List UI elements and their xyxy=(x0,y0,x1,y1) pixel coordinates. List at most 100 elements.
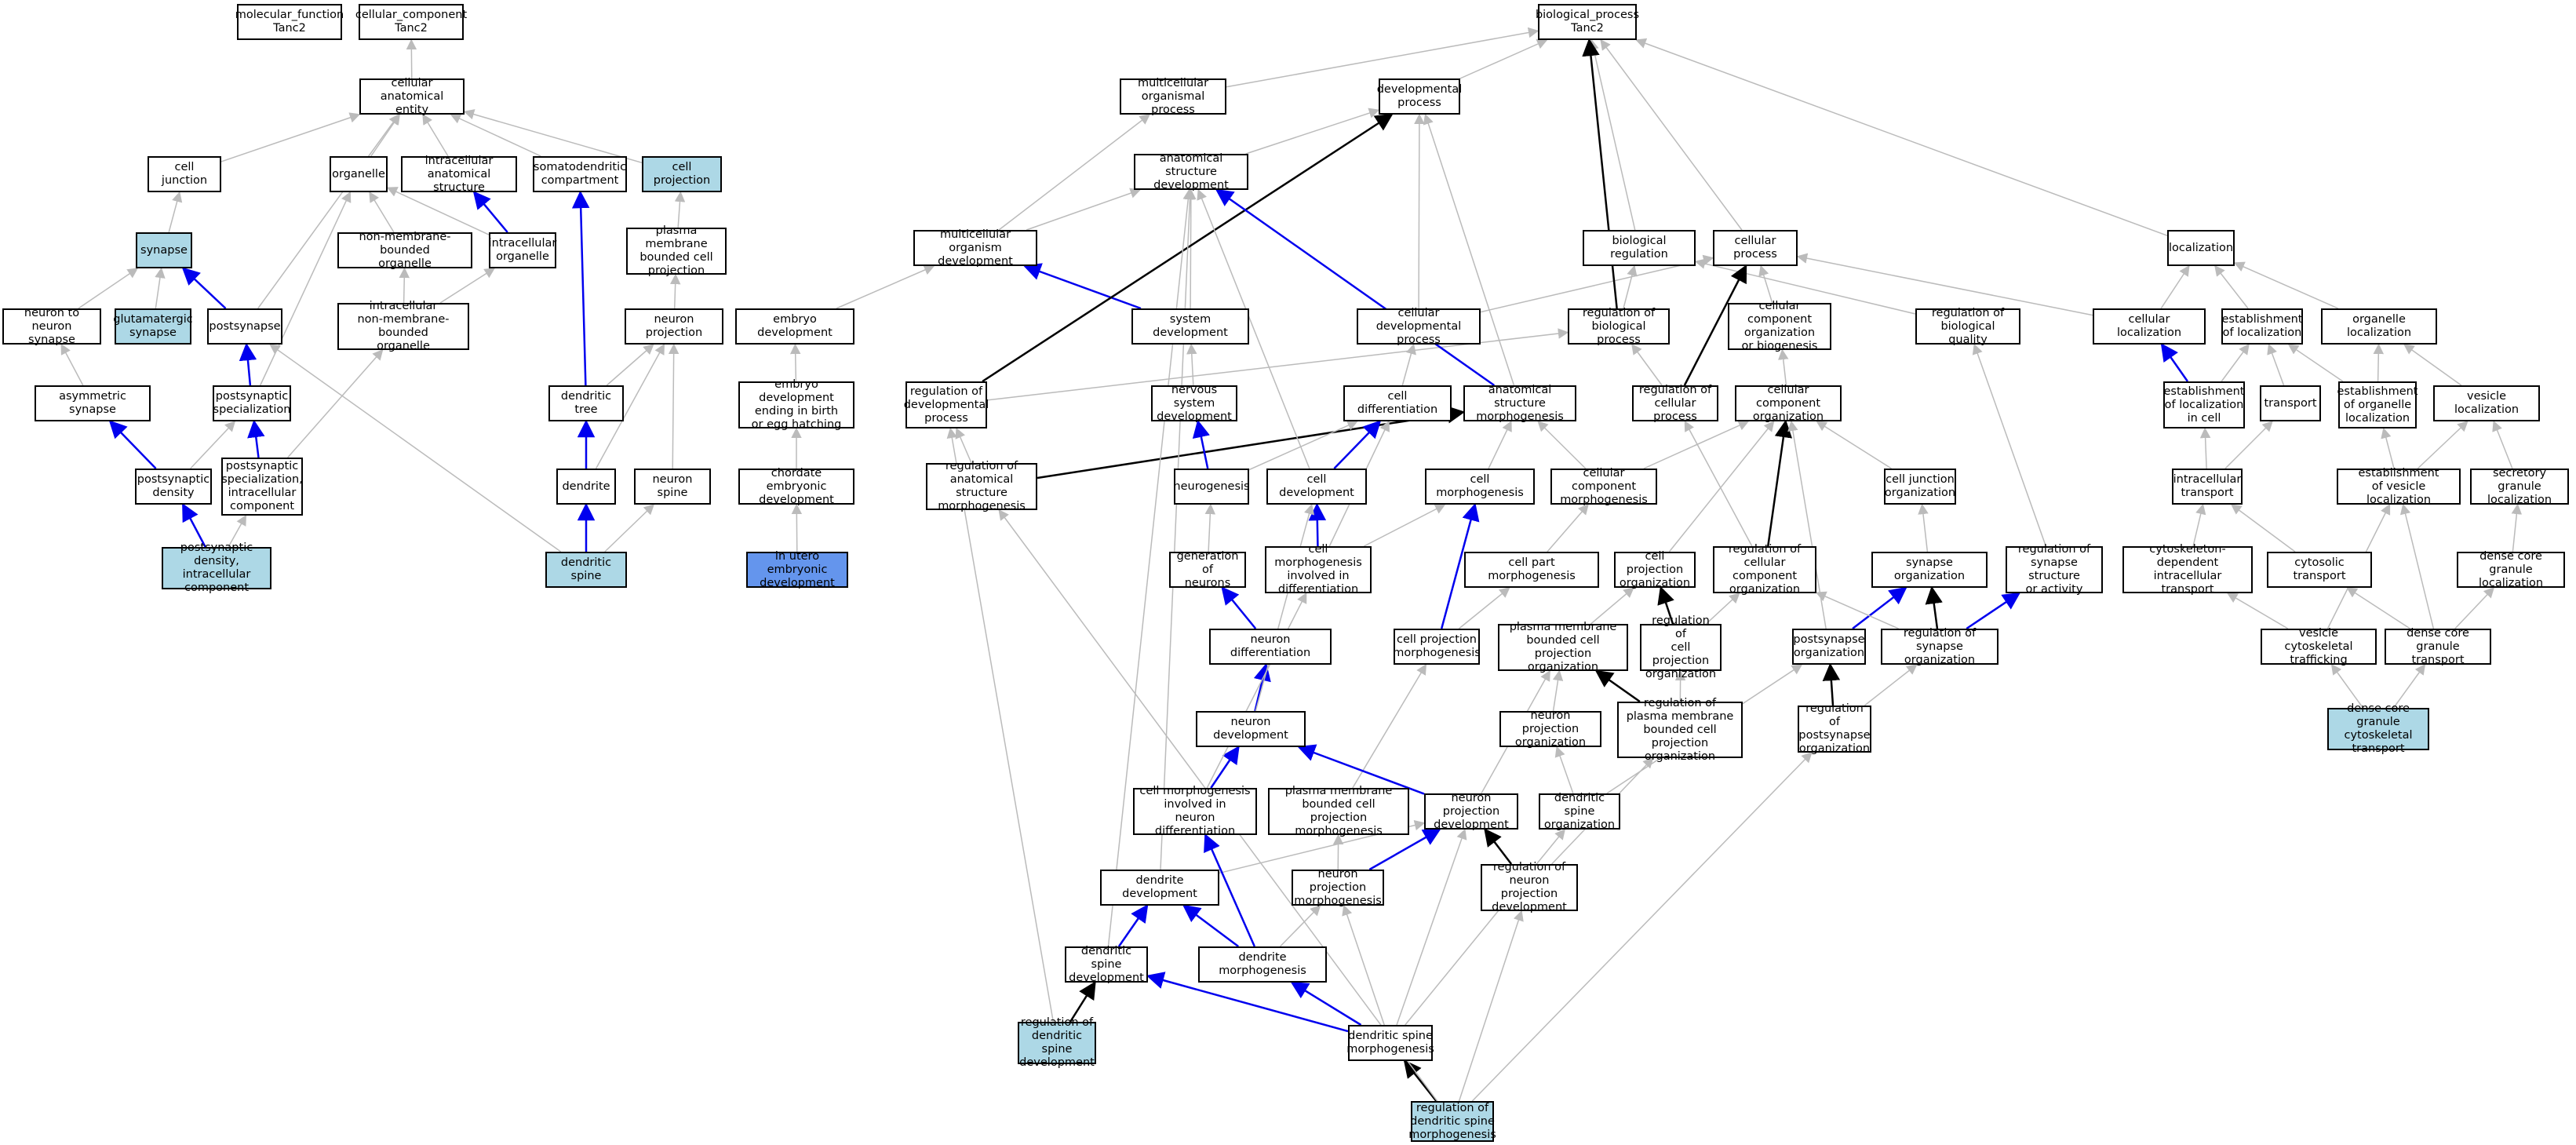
node-regulation-of-neuron-projection-development[interactable]: regulation of neuron projection developm… xyxy=(1481,861,1578,913)
node-plasma-membrane-bounded-cell-projection-organization[interactable]: plasma membrane bounded cell projection … xyxy=(1498,621,1628,673)
node-vesicle-localization[interactable]: vesicle localization xyxy=(2433,385,2540,421)
node-cytoskeleton-dependent-intracellular-transport[interactable]: cytoskeleton-dependent intracellular tra… xyxy=(2122,543,2253,596)
node-regulation-of-biological-quality[interactable]: regulation of biological quality xyxy=(1915,307,2020,346)
node-cellular-developmental-process[interactable]: cellular developmental process xyxy=(1357,307,1481,346)
node-postsynaptic-density-intracellular-component[interactable]: postsynaptic density, intracellular comp… xyxy=(162,542,271,594)
node-neuron-projection-development[interactable]: neuron projection development xyxy=(1424,792,1518,831)
node-intracellular-organelle[interactable]: intracellular organelle xyxy=(489,232,556,268)
node-establishment-of-localization[interactable]: establishment of localization xyxy=(2221,308,2303,345)
node-synapse[interactable]: synapse xyxy=(136,232,192,268)
node-developmental-process[interactable]: developmental process xyxy=(1377,78,1462,115)
node-glutamatergic-synapse[interactable]: glutamatergic synapse xyxy=(113,308,193,345)
node-multicellular-organismal-process[interactable]: multicellular organismal process xyxy=(1120,77,1226,116)
node-intracellular-anatomical-structure[interactable]: intracellular anatomical structure xyxy=(401,155,517,194)
node-dendrite-morphogenesis[interactable]: dendrite morphogenesis xyxy=(1198,946,1327,983)
node-cellular-localization[interactable]: cellular localization xyxy=(2093,308,2206,345)
node-dendritic-spine-organization[interactable]: dendritic spine organization xyxy=(1539,792,1620,831)
node-cellular-component-organization-or-biogenesis[interactable]: cellular component organization or bioge… xyxy=(1728,300,1831,352)
node-cytosolic-transport[interactable]: cytosolic transport xyxy=(2267,552,2372,588)
node-regulation-of-biological-process[interactable]: regulation of biological process xyxy=(1568,307,1670,346)
node-system-development[interactable]: system development xyxy=(1131,308,1249,345)
node-vesicle-cytoskeletal-trafficking[interactable]: vesicle cytoskeletal trafficking xyxy=(2261,627,2377,666)
node-cell-projection-morphogenesis[interactable]: cell projection morphogenesis xyxy=(1393,629,1481,665)
node-chordate-embryonic-development[interactable]: chordate embryonic development xyxy=(738,467,854,506)
node-cellular-component[interactable]: cellular_component Tanc2 xyxy=(355,4,467,40)
node-dendritic-spine[interactable]: dendritic spine xyxy=(545,552,627,588)
node-neurogenesis[interactable]: neurogenesis xyxy=(1173,469,1250,505)
node-neuron-spine[interactable]: neuron spine xyxy=(634,469,711,505)
node-neuron-projection-morphogenesis[interactable]: neuron projection morphogenesis xyxy=(1292,868,1384,907)
node-cell-projection-organization[interactable]: cell projection organization xyxy=(1614,550,1696,589)
node-dendritic-spine-development[interactable]: dendritic spine development xyxy=(1065,945,1148,984)
node-establishment-of-localization-in-cell[interactable]: establishment of localization in cell xyxy=(2163,381,2245,428)
node-biological-regulation[interactable]: biological regulation xyxy=(1583,230,1696,266)
node-anatomical-structure-morphogenesis[interactable]: anatomical structure morphogenesis xyxy=(1463,384,1576,423)
node-organelle[interactable]: organelle xyxy=(330,156,388,192)
node-regulation-of-dendritic-spine-morphogenesis[interactable]: regulation of dendritic spine morphogene… xyxy=(1408,1101,1496,1142)
node-neuron-projection-organization[interactable]: neuron projection organization xyxy=(1499,709,1601,749)
node-neuron-development[interactable]: neuron development xyxy=(1196,711,1306,747)
node-anatomical-structure-development[interactable]: anatomical structure development xyxy=(1134,152,1248,191)
node-cell-part-morphogenesis[interactable]: cell part morphogenesis xyxy=(1464,552,1599,588)
node-non-membrane-bounded-organelle[interactable]: non-membrane-bounded organelle xyxy=(337,231,472,270)
node-intracellular-transport[interactable]: intracellular transport xyxy=(2172,469,2243,505)
node-postsynaptic-specialization[interactable]: postsynaptic specialization xyxy=(213,385,291,421)
node-regulation-of-developmental-process[interactable]: regulation of developmental process xyxy=(904,381,989,428)
node-neuron-to-neuron-synapse[interactable]: neuron to neuron synapse xyxy=(2,307,101,346)
node-postsynapse-organization[interactable]: postsynapse organization xyxy=(1792,629,1866,665)
node-postsynapse[interactable]: postsynapse xyxy=(207,308,282,345)
node-plasma-membrane-bounded-cell-projection[interactable]: plasma membrane bounded cell projection xyxy=(626,224,727,277)
node-molecular-function[interactable]: molecular_function Tanc2 xyxy=(235,4,344,40)
node-dendrite-development[interactable]: dendrite development xyxy=(1100,870,1219,906)
node-neuron-differentiation[interactable]: neuron differentiation xyxy=(1209,629,1332,665)
node-cell-projection[interactable]: cell projection xyxy=(642,156,722,192)
node-regulation-of-dendritic-spine-development[interactable]: regulation of dendritic spine developmen… xyxy=(1018,1016,1096,1069)
node-cellular-component-morphogenesis[interactable]: cellular component morphogenesis xyxy=(1550,467,1657,506)
node-secretory-granule-localization[interactable]: secretory granule localization xyxy=(2470,467,2569,506)
node-synapse-organization[interactable]: synapse organization xyxy=(1871,552,1988,588)
node-neuron-projection[interactable]: neuron projection xyxy=(625,308,723,345)
node-establishment-of-vesicle-localization[interactable]: establishment of vesicle localization xyxy=(2337,467,2461,506)
node-cell-development[interactable]: cell development xyxy=(1266,469,1367,505)
node-postsynaptic-specialization-intracellular-component[interactable]: postsynaptic specialization, intracellul… xyxy=(221,458,303,516)
node-regulation-of-cell-projection-organization[interactable]: regulation of cell projection organizati… xyxy=(1640,614,1722,680)
node-localization[interactable]: localization xyxy=(2167,230,2235,266)
node-plasma-membrane-bounded-cell-projection-morphogenesis[interactable]: plasma membrane bounded cell projection … xyxy=(1268,785,1409,837)
node-embryo-development-ending-in-birth[interactable]: embryo development ending in birth or eg… xyxy=(738,378,854,431)
node-dendrite[interactable]: dendrite xyxy=(556,469,616,505)
node-in-utero-embryonic-development[interactable]: in utero embryonic development xyxy=(746,550,848,589)
node-cell-morphogenesis-involved-in-neuron-differentiation[interactable]: cell morphogenesis involved in neuron di… xyxy=(1133,785,1257,837)
node-postsynaptic-density[interactable]: postsynaptic density xyxy=(135,469,212,505)
node-establishment-of-organelle-localization[interactable]: establishment of organelle localization xyxy=(2337,381,2418,428)
node-cell-morphogenesis-involved-in-differentiation[interactable]: cell morphogenesis involved in different… xyxy=(1265,543,1372,596)
node-cell-junction-organization[interactable]: cell junction organization xyxy=(1884,469,1956,505)
node-regulation-of-cellular-process[interactable]: regulation of cellular process xyxy=(1632,384,1718,423)
node-cell-junction[interactable]: cell junction xyxy=(148,156,221,192)
node-dendritic-tree[interactable]: dendritic tree xyxy=(548,385,624,421)
node-cell-morphogenesis[interactable]: cell morphogenesis xyxy=(1425,469,1535,505)
node-regulation-of-postsynapse-organization[interactable]: regulation of postsynapse organization xyxy=(1798,702,1871,755)
node-dense-core-granule-localization[interactable]: dense core granule localization xyxy=(2457,550,2565,589)
node-multicellular-organism-development[interactable]: multicellular organism development xyxy=(913,228,1037,268)
node-dense-core-granule-cytoskeletal-transport[interactable]: dense core granule cytoskeletal transpor… xyxy=(2327,702,2429,755)
node-somatodendritic-compartment[interactable]: somatodendritic compartment xyxy=(533,156,627,192)
node-nervous-system-development[interactable]: nervous system development xyxy=(1151,384,1237,423)
node-regulation-of-anatomical-structure-morphogenesis[interactable]: regulation of anatomical structure morph… xyxy=(926,460,1037,512)
node-cellular-component-organization[interactable]: cellular component organization xyxy=(1735,384,1842,423)
node-dendritic-spine-morphogenesis[interactable]: dendritic spine morphogenesis xyxy=(1346,1025,1434,1061)
node-cellular-process[interactable]: cellular process xyxy=(1713,230,1798,266)
node-regulation-of-synapse-organization[interactable]: regulation of synapse organization xyxy=(1881,627,1998,666)
node-cell-differentiation[interactable]: cell differentiation xyxy=(1343,385,1452,421)
node-cellular-anatomical-entity[interactable]: cellular anatomical entity xyxy=(359,77,465,116)
node-intracellular-non-membrane-bounded-organelle[interactable]: intracellular non-membrane-bounded organ… xyxy=(337,300,469,352)
node-dense-core-granule-transport[interactable]: dense core granule transport xyxy=(2385,627,2491,666)
node-biological-process[interactable]: biological_process Tanc2 xyxy=(1536,4,1639,40)
node-embryo-development[interactable]: embryo development xyxy=(735,308,854,345)
node-regulation-of-plasma-membrane-bounded-cell-projection-organization[interactable]: regulation of plasma membrane bounded ce… xyxy=(1617,697,1743,763)
node-regulation-of-cellular-component-organization[interactable]: regulation of cellular component organiz… xyxy=(1713,543,1816,596)
node-transport[interactable]: transport xyxy=(2260,385,2321,421)
node-asymmetric-synapse[interactable]: asymmetric synapse xyxy=(35,385,151,421)
node-organelle-localization[interactable]: organelle localization xyxy=(2321,308,2437,345)
node-regulation-of-synapse-structure-or-activity[interactable]: regulation of synapse structure or activ… xyxy=(2006,543,2103,596)
node-generation-of-neurons[interactable]: generation of neurons xyxy=(1169,550,1246,589)
